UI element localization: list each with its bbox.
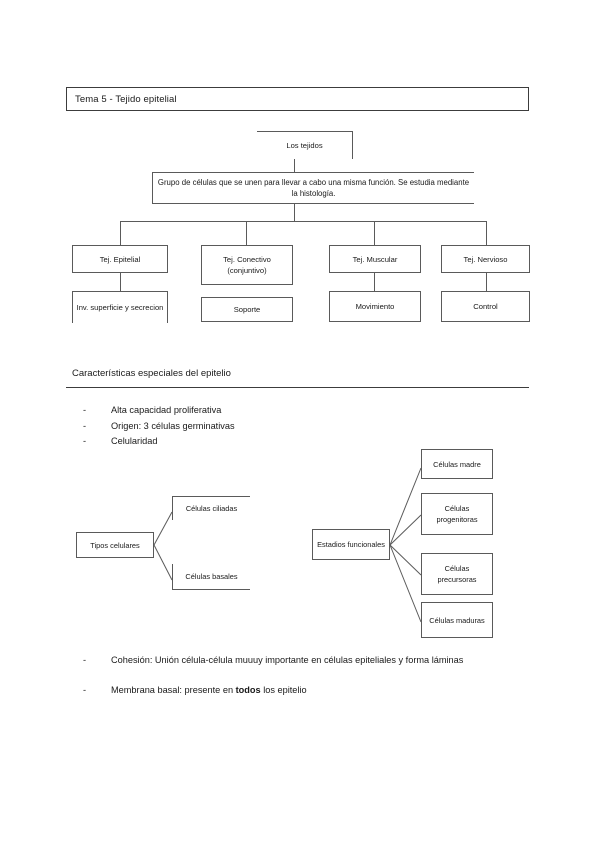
list-item-label: Alta capacidad proliferativa — [111, 405, 222, 415]
list-item-label: Origen: 3 células germinativas — [111, 420, 235, 431]
flow-node-tej-epitelial: Tej. Epitelial — [72, 245, 168, 273]
bullet-dash: - — [83, 436, 87, 446]
diagram-node-celulas-maduras-label: Células maduras — [429, 615, 485, 625]
flow-node-tej-nervioso: Tej. Nervioso — [441, 245, 530, 273]
characteristics-list: - Alta capacidad proliferativa - Origen:… — [83, 403, 523, 450]
diagram-node-celulas-basales: Células basales — [172, 564, 250, 590]
list-item-label: Celularidad — [111, 436, 158, 446]
diagram-node-celulas-progenitoras-label: Células progenitoras — [436, 504, 478, 524]
connector-muscular-to-function — [374, 273, 375, 291]
list-item: - Cohesión: Unión célula-célula muuuy im… — [83, 653, 523, 669]
page-title: Tema 5 - Tejido epitelial — [75, 93, 177, 105]
connector-estadios-to-maduras — [389, 544, 422, 623]
flow-node-los-tejidos: Los tejidos — [257, 131, 353, 159]
diagram-node-celulas-ciliadas-label: Células ciliadas — [185, 504, 238, 513]
flow-node-func-nervioso-label: Control — [473, 302, 498, 311]
flow-node-tej-conectivo-label: Tej. Conectivo (conjuntivo) — [223, 255, 271, 275]
diagram-node-estadios-funcionales: Estadios funcionales — [312, 529, 390, 560]
flow-node-tej-muscular: Tej. Muscular — [329, 245, 421, 273]
diagram-node-tipos-celulares-label: Tipos celulares — [90, 540, 140, 550]
flow-node-func-conectivo: Soporte — [201, 297, 293, 322]
connector-nervioso-to-function — [486, 273, 487, 291]
bullet-dash: - — [83, 655, 87, 665]
flow-node-func-nervioso: Control — [441, 291, 530, 322]
connector-bus-drop-4 — [486, 221, 487, 245]
note-membrana-basal: Membrana basal: presente en todos los ep… — [111, 683, 523, 699]
diagram-node-celulas-madre-label: Células madre — [433, 459, 481, 469]
flow-node-definition-label: Grupo de células que se unen para llevar… — [157, 178, 470, 198]
section-heading: Características especiales del epitelio — [72, 368, 231, 379]
note-membrana-part1: Membrana basal: presente en — [111, 684, 236, 695]
list-item: - Membrana basal: presente en todos los … — [83, 683, 523, 699]
notes-list: - Cohesión: Unión célula-célula muuuy im… — [83, 653, 523, 698]
flow-node-func-muscular-label: Movimiento — [355, 302, 395, 311]
diagram-node-celulas-progenitoras: Células progenitoras — [421, 493, 493, 535]
diagram-node-tipos-celulares: Tipos celulares — [76, 532, 154, 558]
diagram-node-celulas-precursoras-label: Células precursoras — [437, 564, 477, 584]
flow-node-func-conectivo-label: Soporte — [233, 305, 261, 314]
connector-tipos-to-ciliadas — [153, 511, 173, 546]
list-item: - Origen: 3 células germinativas — [83, 419, 523, 435]
connector-bus-drop-3 — [374, 221, 375, 245]
bullet-dash: - — [83, 405, 87, 415]
flow-node-func-epitelial-label: Inv. superficie y secrecion — [76, 303, 164, 312]
flow-node-tej-muscular-label: Tej. Muscular — [352, 254, 398, 264]
connector-estadios-to-precursoras — [389, 544, 422, 576]
connector-bus-drop-1 — [120, 221, 121, 245]
flow-node-tej-nervioso-label: Tej. Nervioso — [463, 254, 508, 264]
diagram-node-celulas-ciliadas: Células ciliadas — [172, 496, 250, 520]
note-membrana-emphasis: todos — [235, 684, 261, 695]
diagram-node-celulas-madre: Células madre — [421, 449, 493, 479]
document-title-box: Tema 5 - Tejido epitelial — [66, 87, 529, 111]
list-item: - Celularidad — [83, 434, 523, 450]
connector-epitelial-to-function — [120, 273, 121, 291]
list-item: - Alta capacidad proliferativa — [83, 403, 523, 419]
bullet-dash: - — [83, 684, 87, 695]
flow-node-definition: Grupo de células que se unen para llevar… — [152, 172, 474, 204]
diagram-node-celulas-maduras: Células maduras — [421, 602, 493, 638]
flow-node-tej-conectivo: Tej. Conectivo (conjuntivo) — [201, 245, 293, 285]
connector-root-to-definition — [294, 159, 295, 172]
note-cohesion: Cohesión: Unión célula-célula muuuy impo… — [111, 655, 464, 665]
flow-node-func-epitelial: Inv. superficie y secrecion — [72, 291, 168, 323]
flow-node-func-muscular: Movimiento — [329, 291, 421, 322]
flow-node-tej-epitelial-label: Tej. Epitelial — [99, 254, 141, 264]
connector-estadios-to-madre — [389, 467, 422, 546]
diagram-node-celulas-precursoras: Células precursoras — [421, 553, 493, 595]
note-membrana-part2: los epitelio — [260, 684, 307, 695]
connector-bus-horizontal — [120, 221, 486, 222]
connector-estadios-to-progenitoras — [389, 514, 422, 546]
connector-tipos-to-basales — [153, 544, 173, 581]
connector-definition-to-bus — [294, 204, 295, 221]
flow-node-los-tejidos-label: Los tejidos — [286, 141, 323, 150]
bullet-dash: - — [83, 420, 87, 431]
diagram-node-estadios-funcionales-label: Estadios funcionales — [317, 540, 385, 549]
section-divider — [66, 387, 529, 388]
connector-bus-drop-2 — [246, 221, 247, 245]
diagram-node-celulas-basales-label: Células basales — [185, 572, 238, 581]
